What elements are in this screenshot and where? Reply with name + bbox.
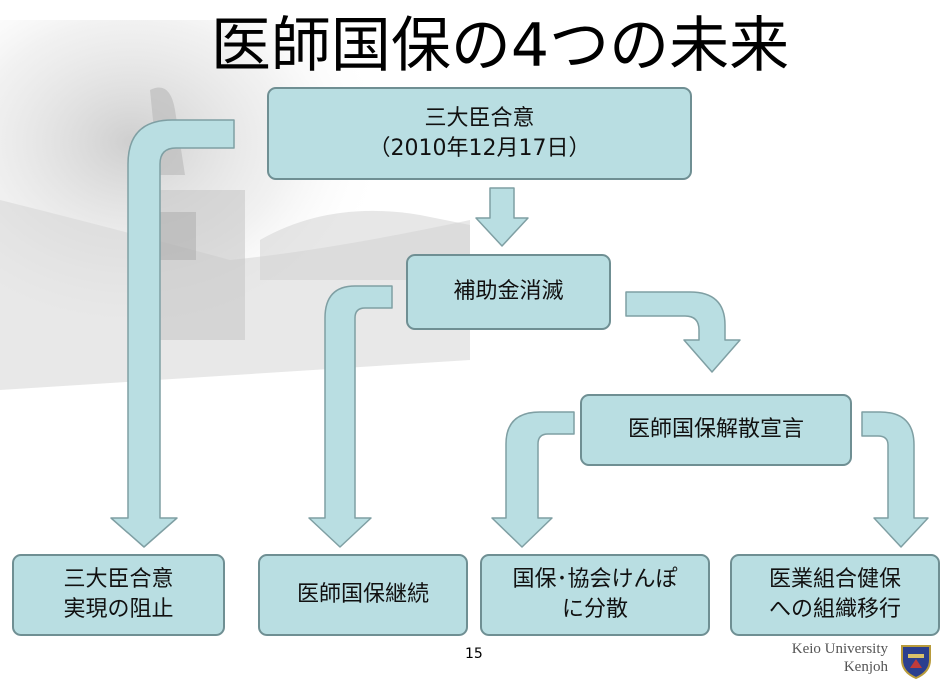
credit-author: Kenjoh <box>843 659 888 675</box>
author-credit: Keio University Kenjoh <box>758 640 888 676</box>
node-continue: 医師国保継続 <box>258 554 468 636</box>
node-block-line2: 実現の阻止 <box>63 597 174 622</box>
node-dissolution-declaration: 医師国保解散宣言 <box>580 394 852 466</box>
node-agreement-line1: 三大臣合意 <box>424 105 535 131</box>
node-disperse-line2: に分散 <box>561 597 628 622</box>
node-subsidy-label: 補助金消滅 <box>453 279 564 304</box>
slide-title: 医師国保の4つの未来 <box>210 11 790 81</box>
arrow-dissolution-to-disperse <box>491 411 575 548</box>
arrow-agreement-to-subsidy <box>475 187 529 247</box>
node-agreement-line2: （2010年12月17日） <box>368 135 591 161</box>
node-block-agreement: 三大臣合意 実現の阻止 <box>12 554 225 636</box>
arrow-subsidy-to-continue <box>308 285 393 548</box>
page-number: 15 <box>465 646 483 662</box>
university-crest-icon <box>901 645 931 680</box>
arrow-dissolution-to-transfer <box>861 411 929 548</box>
node-block-line1: 三大臣合意 <box>63 567 174 592</box>
arrow-subsidy-to-dissolution <box>625 291 741 373</box>
node-dissolution-label: 医師国保解散宣言 <box>627 417 804 442</box>
node-three-minister-agreement: 三大臣合意 （2010年12月17日） <box>267 87 692 180</box>
node-disperse: 国保･協会けんぽ に分散 <box>480 554 710 636</box>
node-disperse-line1: 国保･協会けんぽ <box>512 567 678 592</box>
node-subsidy-elimination: 補助金消滅 <box>406 254 611 330</box>
credit-university: Keio University <box>791 641 888 657</box>
arrow-agreement-to-block <box>110 119 235 548</box>
node-organization-transfer: 医業組合健保 への組織移行 <box>730 554 940 636</box>
node-transfer-line1: 医業組合健保 <box>768 567 901 592</box>
node-continue-label: 医師国保継続 <box>296 582 429 607</box>
node-transfer-line2: への組織移行 <box>768 597 901 622</box>
